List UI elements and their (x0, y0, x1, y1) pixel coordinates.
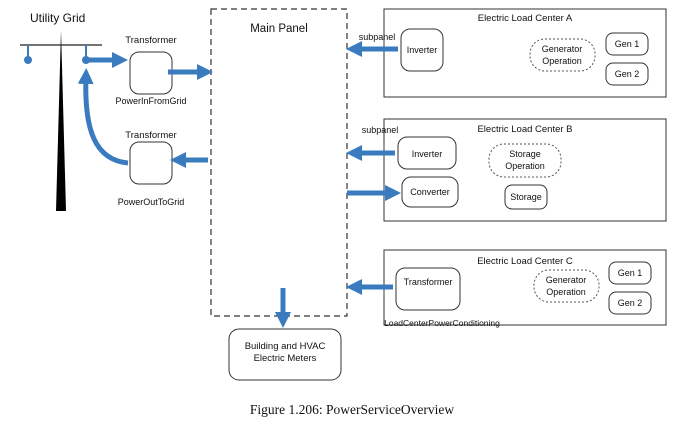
load-center-c-gen1-label: Gen 1 (618, 268, 643, 278)
load-center-b-operation (488, 143, 562, 178)
utility-grid-label: Utility Grid (30, 11, 85, 25)
load-center-b-operation-line1: Storage (509, 149, 541, 159)
load-center-c-gen2-box (608, 291, 652, 315)
load-center-c-transformer-box (395, 267, 461, 311)
load-center-b-operation-line2: Operation (505, 161, 545, 171)
load-center-c-title: Electric Load Center C (477, 256, 573, 267)
load-center-a-subpanel-label: subpanel (359, 32, 396, 42)
load-center-c-transformer-label: Transformer (404, 277, 453, 287)
transformer-in-label: Transformer (125, 35, 176, 46)
load-center-a-gen1-box (605, 32, 649, 56)
meters-label-line1: Building and HVAC (245, 341, 326, 352)
load-center-c-caption: LoadCenterPowerConditioning (384, 318, 500, 328)
load-center-a-inverter-label: Inverter (407, 45, 438, 55)
load-center-b-title: Electric Load Center B (477, 124, 572, 135)
load-center-a-operation-line1: Generator (542, 44, 583, 54)
figure-caption: Figure 1.206: PowerServiceOverview (250, 402, 455, 417)
load-center-a-gen2-label: Gen 2 (615, 69, 640, 79)
load-center-a-gen2-box (605, 62, 649, 86)
meters-label-line2: Electric Meters (254, 353, 317, 364)
meters-box (228, 328, 342, 381)
load-center-b-converter-box (401, 176, 459, 208)
main-panel-label: Main Panel (250, 23, 308, 35)
load-center-a-inverter-box (400, 28, 444, 72)
utility-pole (20, 30, 102, 211)
transformer-in-caption: PowerInFromGrid (115, 96, 186, 106)
load-center-b-inverter-label: Inverter (412, 149, 443, 159)
transformer-out-box (129, 141, 173, 185)
main-panel-box (210, 8, 348, 317)
pole-shaft (56, 30, 66, 211)
load-center-c-gen1-box (608, 261, 652, 285)
transformer-in-box (129, 51, 173, 95)
arrow-out-transformer-to-grid (77, 68, 129, 166)
load-center-b-storage-label: Storage (510, 192, 542, 202)
insulator-left-icon (24, 56, 32, 64)
load-center-c-gen2-label: Gen 2 (618, 298, 643, 308)
transformer-out-label: Transformer (125, 130, 176, 141)
load-center-c-operation-line2: Operation (546, 287, 586, 297)
load-center-c-operation (533, 269, 600, 303)
load-center-b-converter-label: Converter (410, 187, 450, 197)
load-center-b-storage-box (504, 184, 548, 210)
transformer-out-caption: PowerOutToGrid (118, 197, 185, 207)
load-center-c-operation-line1: Generator (546, 275, 587, 285)
load-center-b-subpanel-label: subpanel (362, 125, 399, 135)
load-center-a-title: Electric Load Center A (478, 13, 573, 24)
load-center-a-operation (529, 38, 596, 72)
load-center-a-operation-line2: Operation (542, 56, 582, 66)
load-center-b-inverter-box (397, 136, 457, 170)
load-center-a-gen1-label: Gen 1 (615, 39, 640, 49)
